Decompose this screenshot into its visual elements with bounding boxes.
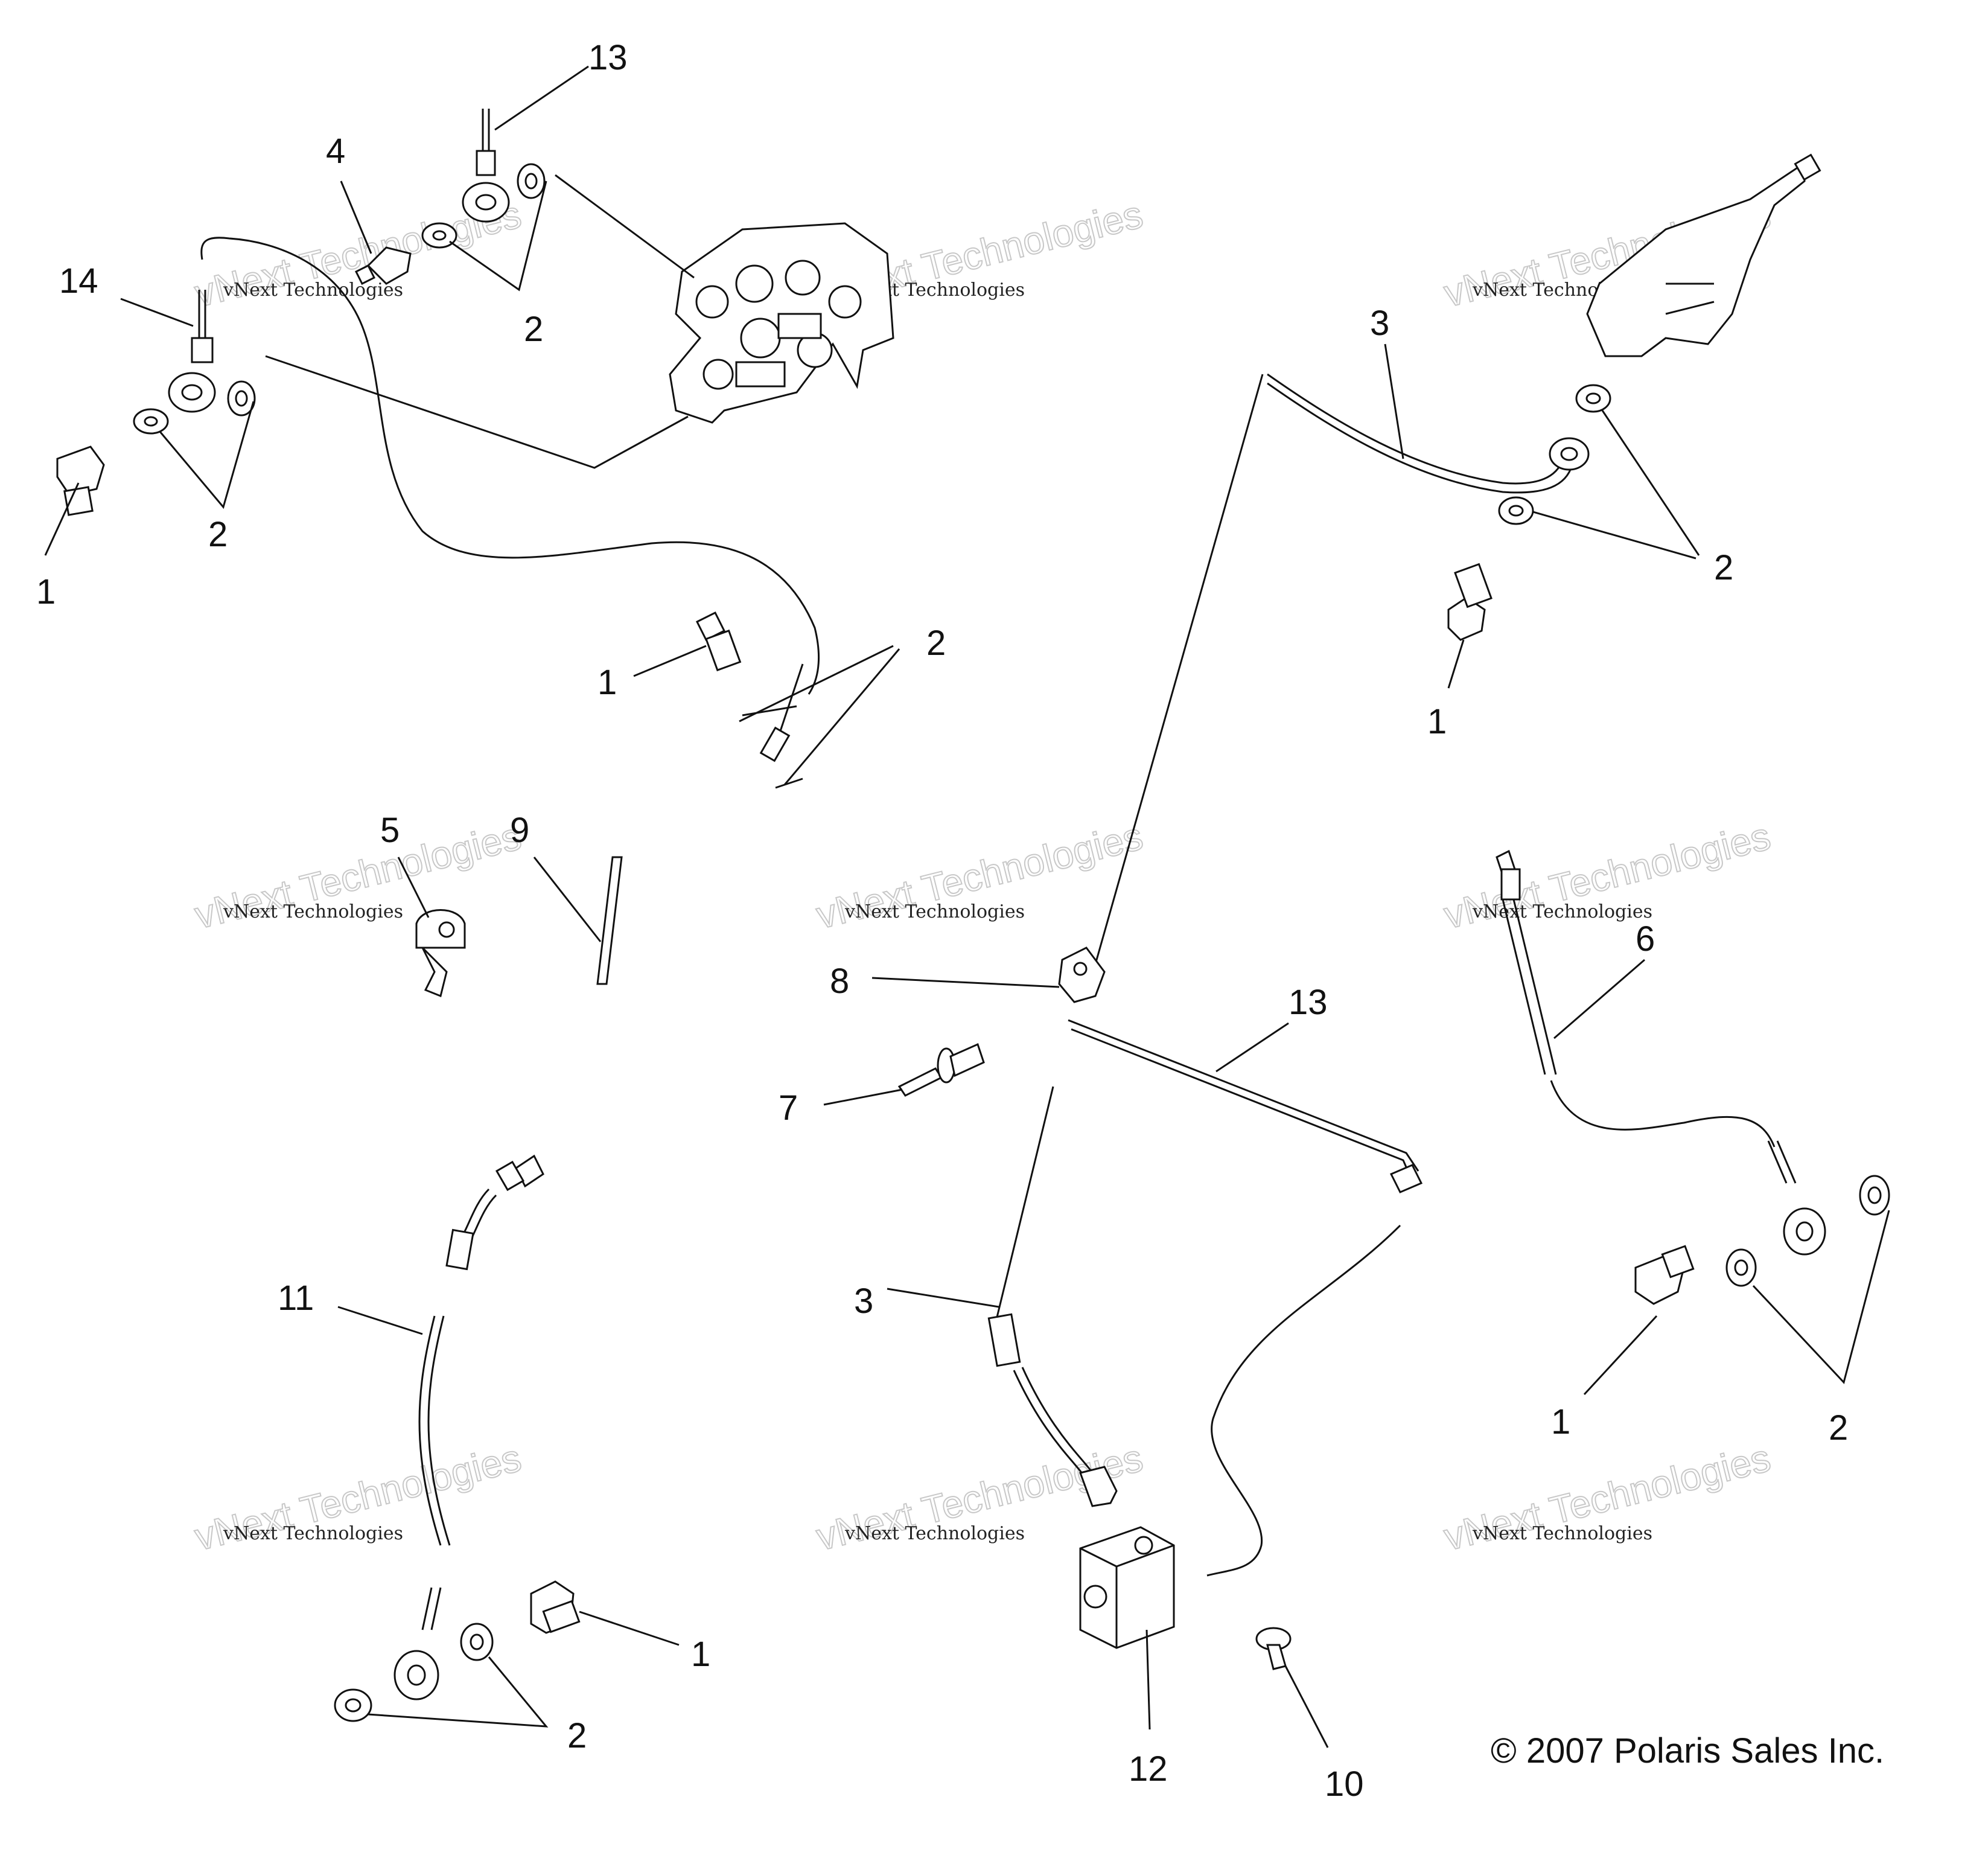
callout-10: 10	[1325, 1764, 1364, 1804]
callout-1-bottom-left: 1	[691, 1635, 710, 1674]
tie-strap-part-9	[596, 856, 623, 985]
brake-hose-6	[1496, 849, 1826, 1256]
callout-1-left: 1	[36, 572, 56, 611]
callout-5: 5	[380, 811, 400, 850]
callout-13-top: 13	[588, 38, 628, 77]
callout-2-left: 2	[208, 515, 228, 554]
svg-text:vNext Technologies: vNext Technologies	[223, 901, 403, 922]
junction-block-part-12	[1079, 1526, 1175, 1649]
callout-2-bottom-left: 2	[567, 1716, 587, 1755]
callout-labels: 13 4 14 2 2 1 1 2 3 2 1 5 9 8 7 13 6 11 …	[36, 38, 1848, 1804]
svg-text:vNext Technologies: vNext Technologies	[223, 1523, 403, 1544]
callout-11: 11	[278, 1279, 314, 1318]
callout-12: 12	[1129, 1749, 1168, 1789]
callout-14: 14	[59, 261, 98, 301]
callout-4: 4	[326, 132, 345, 171]
hose-clamp-part-5	[415, 909, 466, 998]
svg-text:vNext Technologies: vNext Technologies	[844, 1523, 1025, 1544]
callout-3-bottom: 3	[854, 1282, 873, 1321]
callout-1-top-right: 1	[1427, 702, 1447, 741]
svg-text:vNext Technologies: vNext Technologies	[844, 901, 1025, 922]
banjo-bolt-parts	[56, 445, 1695, 1634]
washer-parts	[133, 163, 1890, 1722]
brake-hose-11	[393, 1154, 544, 1700]
watermark-group: vNext Technologies vNext Technologies vN…	[190, 192, 1776, 1560]
svg-text:vNext Technologies: vNext Technologies	[223, 279, 403, 301]
callout-1-bottom-right: 1	[1551, 1402, 1570, 1442]
bleeder-valve-part-4	[354, 246, 412, 286]
callout-2-middle: 2	[926, 624, 946, 663]
copyright-text: © 2007 Polaris Sales Inc.	[1491, 1731, 1884, 1770]
svg-text:vNext Technologies: vNext Technologies	[1472, 1523, 1652, 1544]
brake-hose-3-top	[1267, 373, 1590, 494]
callout-8: 8	[830, 962, 849, 1001]
callout-2-top-center: 2	[524, 310, 543, 349]
callout-2-bottom-right: 2	[1829, 1408, 1848, 1448]
callout-7: 7	[779, 1088, 798, 1128]
leader-lines	[44, 65, 1890, 1748]
bolt-part-10	[1255, 1627, 1292, 1670]
brake-hose-14	[168, 237, 820, 762]
callout-9: 9	[510, 811, 529, 850]
callout-6: 6	[1636, 919, 1655, 959]
callout-1-middle: 1	[597, 663, 617, 702]
brake-line-13	[1068, 1019, 1423, 1577]
callout-2-top-right: 2	[1714, 548, 1733, 587]
brake-line-long	[995, 374, 1264, 1323]
brake-module-part	[669, 222, 894, 424]
callout-13-middle: 13	[1289, 983, 1328, 1022]
brake-lever-part	[1586, 153, 1821, 357]
brake-hose-13-top	[462, 109, 510, 223]
callout-3-top: 3	[1370, 304, 1389, 343]
line-clip-part-8	[1058, 947, 1106, 1003]
brake-hose-3-bottom	[987, 1313, 1118, 1507]
rivet-part-7	[897, 1042, 985, 1097]
svg-text:vNext Technologies: vNext Technologies	[1472, 901, 1652, 922]
